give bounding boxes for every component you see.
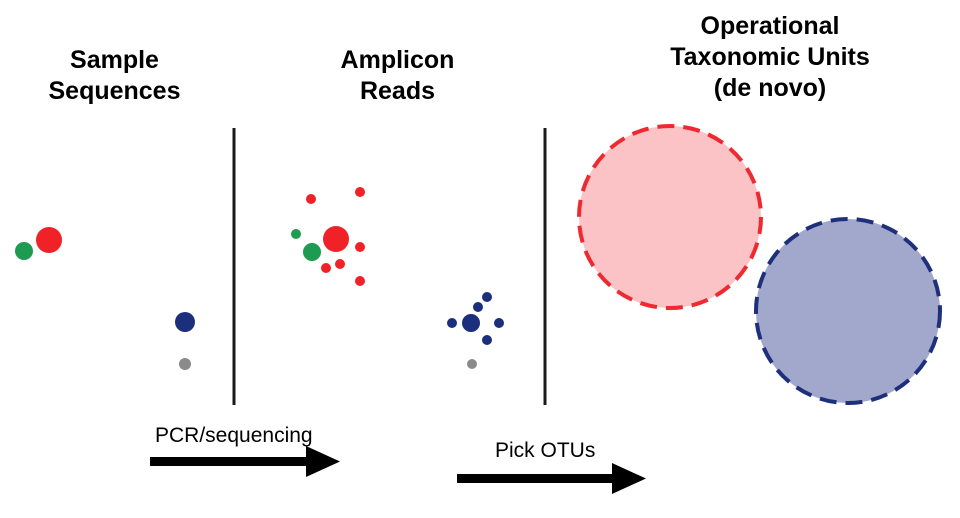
sample-dots bbox=[15, 227, 195, 370]
amplicon-reads-title: Amplicon Reads bbox=[285, 45, 510, 107]
arrow-head bbox=[612, 463, 646, 494]
blue-read-dot bbox=[462, 314, 480, 332]
red-read-dot bbox=[323, 226, 349, 252]
blue-read-dot bbox=[494, 318, 504, 328]
blue-read-dot bbox=[473, 302, 483, 312]
red-read-dot bbox=[355, 187, 365, 197]
red-read-dot bbox=[355, 276, 365, 286]
blue-read-dot bbox=[482, 292, 492, 302]
arrow-shaft bbox=[150, 457, 310, 466]
pcr-arrow bbox=[150, 446, 340, 477]
otu-title: Operational Taxonomic Units (de novo) bbox=[630, 11, 910, 104]
red-read-dot bbox=[355, 242, 365, 252]
arrow-shaft bbox=[457, 474, 617, 483]
green-read-dot bbox=[291, 229, 301, 239]
blue-sequence-dot bbox=[175, 312, 195, 332]
title-line: Sample bbox=[70, 46, 159, 74]
amplicon-read-dots bbox=[291, 187, 504, 369]
red-read-dot bbox=[321, 263, 331, 273]
blue-read-dot bbox=[482, 335, 492, 345]
pick-otus-label: Pick OTUs bbox=[495, 439, 596, 462]
red-read-dot bbox=[306, 194, 316, 204]
pcr-sequencing-label: PCR/sequencing bbox=[155, 424, 313, 447]
title-line: (de novo) bbox=[713, 74, 827, 102]
red-read-dot bbox=[335, 259, 345, 269]
arrow-head bbox=[306, 446, 340, 477]
red-sequence-dot bbox=[36, 227, 62, 253]
blue-read-dot bbox=[447, 318, 457, 328]
title-line: Sequences bbox=[48, 77, 181, 105]
blue-otu-circle bbox=[754, 217, 942, 405]
red-otu-circle bbox=[577, 124, 763, 310]
title-line: Operational bbox=[700, 12, 840, 40]
green-sequence-dot bbox=[15, 242, 33, 260]
gray-sequence-dot bbox=[179, 358, 191, 370]
sample-sequences-title: Sample Sequences bbox=[2, 45, 227, 107]
title-line: Amplicon bbox=[340, 46, 455, 74]
gray-read-dot bbox=[467, 359, 477, 369]
green-read-dot bbox=[303, 243, 321, 261]
title-line: Taxonomic Units bbox=[670, 43, 870, 71]
title-line: Reads bbox=[359, 77, 436, 105]
pick-otus-arrow bbox=[457, 463, 646, 494]
